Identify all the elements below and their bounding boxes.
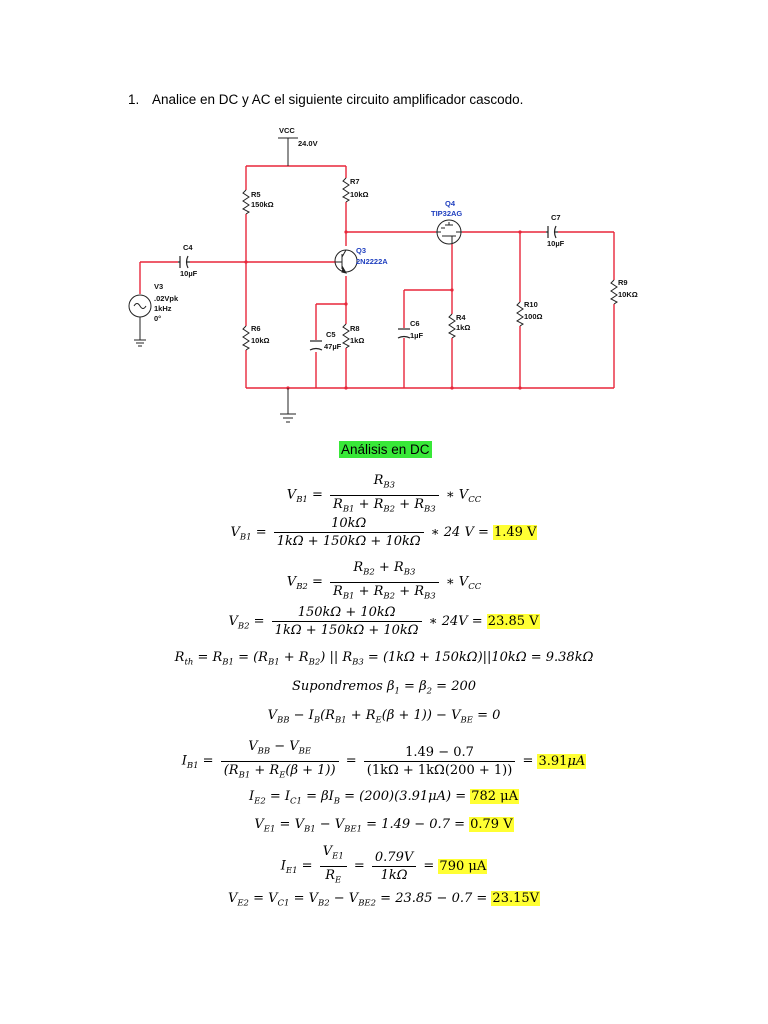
r9-symbol [610,279,618,305]
r6-name: R6 [251,324,261,333]
q3-name: Q3 [356,246,366,255]
c5-plate-b [309,347,323,351]
r10-symbol [516,301,524,327]
question-number: 1. [128,92,140,107]
v3-frequency: 1kHz [154,304,172,313]
ib1-result: 3.91μA [537,753,587,769]
vcc-label: VCC [279,126,295,135]
v3-amplitude: .02Vpk [154,294,179,303]
r5-name: R5 [251,190,261,199]
c6-value: 1µF [410,331,423,340]
r10-name: R10 [524,300,538,309]
resistor-symbols [242,177,618,351]
r8-name: R8 [350,324,360,333]
q4-name: Q4 [445,199,456,208]
equation-rth: Rth = RB1 = (RB1 + RB2) || RB3 = (1kΩ + … [174,650,594,668]
r4-value: 1kΩ [456,323,470,332]
circuit-wires [139,165,615,389]
equation-ve1: VE1 = VB1 − VBE1 = 1.49 − 0.7 = 0.79 V [254,817,514,835]
junction-dots [244,230,522,390]
equation-beta-assumption: Supondremos β1 = β2 = 200 [291,679,477,697]
v3-name: V3 [154,282,163,291]
ground-icon [280,388,296,423]
r4-symbol [448,313,456,339]
vcc-value: 24.0V [298,139,318,148]
r9-value: 10KΩ [618,290,638,299]
q4-pnp-transistor [436,219,462,245]
r8-value: 1kΩ [350,336,364,345]
c6-name: C6 [410,319,420,328]
vb2-result: 23.85 V [486,614,540,629]
c7-value: 10µF [547,239,565,248]
equation-ib1: IB1 = VBB − VBE(RB1 + RE(β + 1)) = 1.49 … [0,738,768,784]
equation-ie2: IE2 = IC1 = βIB = (200)(3.91μA) = 782 μA [248,789,520,807]
r9-name: R9 [618,278,628,287]
c7-name: C7 [551,213,561,222]
ve2-result: 23.15V [491,891,541,906]
r7-name: R7 [350,177,360,186]
c4-name: C4 [183,243,193,252]
v3-phase: 0° [154,314,161,323]
v3-ac-source [128,294,152,347]
question-line: 1. Analice en DC y AC el siguiente circui… [128,92,523,107]
r8-symbol [342,323,350,349]
r7-value: 10kΩ [350,190,369,199]
r5-symbol [242,189,250,215]
vb1-result: 1.49 V [493,525,538,540]
ie2-result: 782 μA [470,789,520,804]
equation-ve2: VE2 = VC1 = VB2 − VBE2 = 23.85 − 0.7 = 2… [227,891,541,909]
r10-value: 100Ω [524,312,543,321]
r4-name: R4 [456,313,466,322]
c5-name: C5 [326,330,336,339]
r7-symbol [342,177,350,203]
question-text: Analice en DC y AC el siguiente circuito… [152,92,524,107]
c6-plate-b [397,335,411,339]
q3-npn-transistor [334,249,358,274]
c5-value: 47µF [324,342,342,351]
q4-model: TIP32AG [431,209,462,218]
section-title: Análisis en DC [339,441,432,458]
r6-value: 10kΩ [251,336,270,345]
c4-value: 10µF [180,269,198,278]
q3-model: 2N2222A [356,257,388,266]
ie1-result: 790 μA [438,858,488,874]
cascode-amplifier-schematic: VCC 24.0V R5 150kΩ R7 10kΩ R6 10kΩ R8 1k… [128,126,638,423]
equation-kvl-base: VBB − IB(RB1 + RE(β + 1)) − VBE = 0 [267,708,501,726]
vcc-source [278,137,298,166]
capacitor-symbols [178,225,558,351]
ve1-result: 0.79 V [469,817,514,832]
r5-value: 150kΩ [251,200,274,209]
r6-symbol [242,325,250,351]
